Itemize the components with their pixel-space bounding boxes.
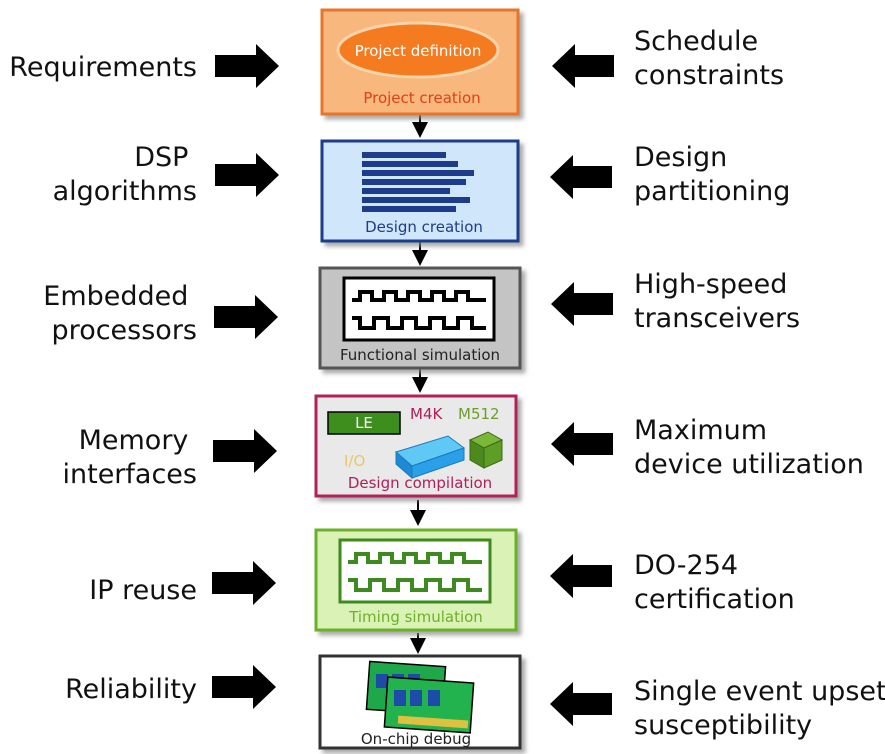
left-arrow-icon xyxy=(550,554,612,598)
left-arrow-icon xyxy=(551,422,613,466)
right-label: DO-254 certification xyxy=(634,550,795,615)
left-label: DSP algorithms xyxy=(53,142,197,207)
io-label: I/O xyxy=(344,452,365,470)
right-arrow-icon xyxy=(212,665,276,709)
le-block xyxy=(327,411,401,435)
stage-design-compilation: LE M4K M512 I/O Design compilation xyxy=(314,394,518,498)
right-arrow-icon xyxy=(215,153,279,197)
left-arrow-icon xyxy=(552,44,614,88)
right-arrow-icon xyxy=(212,561,276,605)
right-arrow-icon xyxy=(214,295,278,339)
stage-caption: Design creation xyxy=(365,218,483,236)
waveform-icon xyxy=(352,316,486,330)
waveform-window xyxy=(338,538,492,604)
m4k-label: M4K xyxy=(410,405,443,423)
stage-project-creation: Project definition Project creation xyxy=(320,8,520,116)
stage-caption: Functional simulation xyxy=(340,346,500,364)
circuit-board-icon xyxy=(365,660,475,734)
right-label: Maximum device utilization xyxy=(634,415,864,480)
left-arrow-icon xyxy=(551,282,613,326)
left-label: Embedded processors xyxy=(43,281,197,346)
project-definition-oval xyxy=(336,21,500,79)
left-label: Requirements xyxy=(9,52,197,83)
left-label: IP reuse xyxy=(89,575,197,606)
right-label: Design partitioning xyxy=(634,142,790,207)
memory-block-m512-icon xyxy=(468,431,504,469)
waveform-icon xyxy=(348,552,482,564)
waveform-icon xyxy=(352,290,486,302)
left-label: Memory interfaces xyxy=(63,425,198,490)
stage-caption: On-chip debug xyxy=(361,730,471,748)
right-arrow-icon xyxy=(215,44,279,88)
left-label: Reliability xyxy=(65,674,197,705)
right-input-arrows xyxy=(550,44,614,726)
code-lines-icon xyxy=(362,152,474,212)
stage-design-creation: Design creation xyxy=(320,139,520,243)
right-arrow-icon xyxy=(213,429,277,473)
left-input-arrows xyxy=(212,44,279,709)
stage-caption: Timing simulation xyxy=(348,608,483,626)
waveform-icon xyxy=(348,578,482,592)
left-arrow-icon xyxy=(550,682,612,726)
m512-label: M512 xyxy=(458,405,500,423)
right-label: High-speed transceivers xyxy=(634,269,800,334)
flow-connectors xyxy=(410,114,428,654)
stage-on-chip-debug: On-chip debug xyxy=(318,654,522,750)
stage-timing-simulation: Timing simulation xyxy=(314,528,518,632)
stage-functional-simulation: Functional simulation xyxy=(318,266,522,370)
right-label: Schedule constraints xyxy=(634,26,784,91)
stage-caption: Design compilation xyxy=(348,474,492,492)
stage-caption: Project creation xyxy=(363,89,480,107)
project-definition-label: Project definition xyxy=(355,42,482,60)
waveform-window xyxy=(342,276,496,342)
le-label: LE xyxy=(355,414,373,432)
left-input-labels: Requirements DSP algorithms Embedded pro… xyxy=(9,52,197,705)
right-input-labels: Schedule constraints Design partitioning… xyxy=(634,26,885,741)
left-arrow-icon xyxy=(550,155,612,199)
right-label: Single event upset susceptibility xyxy=(634,676,885,741)
memory-block-m4k-icon xyxy=(394,435,466,480)
